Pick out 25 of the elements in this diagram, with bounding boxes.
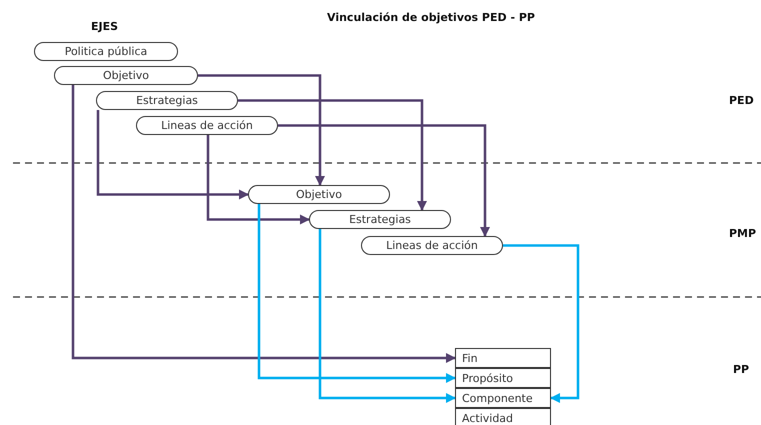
connector-arrow	[278, 124, 490, 237]
table-row-box: Actividad	[455, 408, 551, 425]
section-label: PED	[729, 94, 754, 107]
connector-arrow	[198, 74, 325, 186]
connector-arrow	[258, 204, 456, 383]
rounded-box: Politica pública	[34, 42, 178, 61]
rounded-box: Estrategias	[96, 91, 238, 110]
diagram-title: Vinculación de objetivos PED - PP	[327, 11, 535, 24]
connector-arrow	[503, 244, 580, 403]
connector-arrow	[72, 85, 456, 363]
table-row-box: Componente	[455, 388, 551, 408]
connector-arrow	[96, 110, 249, 200]
connector-arrow	[206, 135, 310, 224]
connector-arrow	[318, 229, 456, 403]
table-row-box: Propósito	[455, 368, 551, 388]
table-row-box: Fin	[455, 348, 551, 368]
rounded-box: Lineas de acción	[361, 236, 503, 255]
rounded-box: Estrategias	[309, 210, 451, 229]
connector-arrow	[238, 99, 427, 211]
rounded-box: Objetivo	[54, 66, 198, 85]
rounded-box: Objetivo	[248, 185, 390, 204]
section-label: PP	[733, 363, 750, 376]
column-heading: EJES	[91, 20, 118, 33]
rounded-box: Lineas de acción	[136, 116, 278, 135]
section-label: PMP	[729, 227, 756, 240]
